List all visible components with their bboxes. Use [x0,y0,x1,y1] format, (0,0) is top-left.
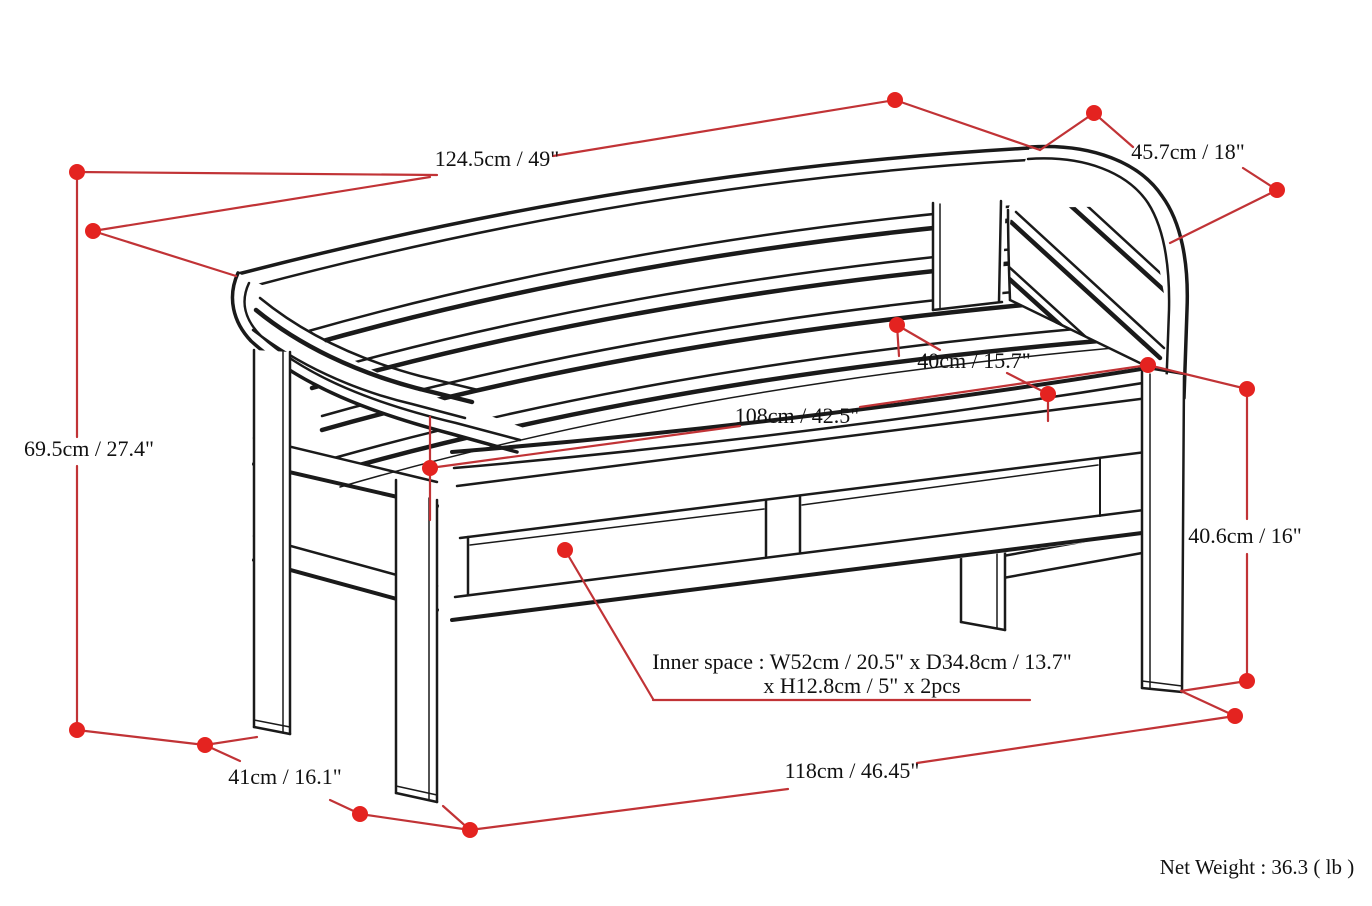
inner-space-line1: Inner space : W52cm / 20.5" x D34.8cm / … [652,649,1072,674]
dimension-label-seat-depth: 40cm / 15.7" [917,348,1031,373]
dimension-dots [69,92,1285,838]
net-weight-note: Net Weight : 36.3 ( lb ) [1159,855,1355,879]
dimension-label-back-width: 124.5cm / 49" [434,146,560,171]
dimension-label-base-width: 118cm / 46.45" [784,758,920,783]
dimension-label-overall-height: 69.5cm / 27.4" [24,436,154,461]
bench-seat-apron-lines [339,345,1151,622]
inner-space-note: Inner space : W52cm / 20.5" x D34.8cm / … [652,650,1072,698]
bench-front-left-leg [394,478,439,804]
bench-drawing [230,144,1190,804]
dimension-label-seat-height: 40.6cm / 16" [1188,523,1302,548]
dimension-lines [75,98,1279,832]
bench-back-rail [236,146,1032,289]
bench-front-right-leg [1140,370,1186,694]
dimension-label-seat-width: 108cm / 42.5" [734,403,860,428]
bench-rear-right-leg [959,529,1144,632]
bench-right-armrest [1006,144,1190,400]
inner-space-line2: x H12.8cm / 5" x 2pcs [763,673,961,698]
bench-rear-post [931,199,1006,312]
bench-rear-left-leg [252,348,292,736]
dimension-label-base-depth: 41cm / 16.1" [228,764,342,789]
dimension-label-armrest-depth: 45.7cm / 18" [1131,139,1245,164]
bench-apron-face [448,364,1150,622]
